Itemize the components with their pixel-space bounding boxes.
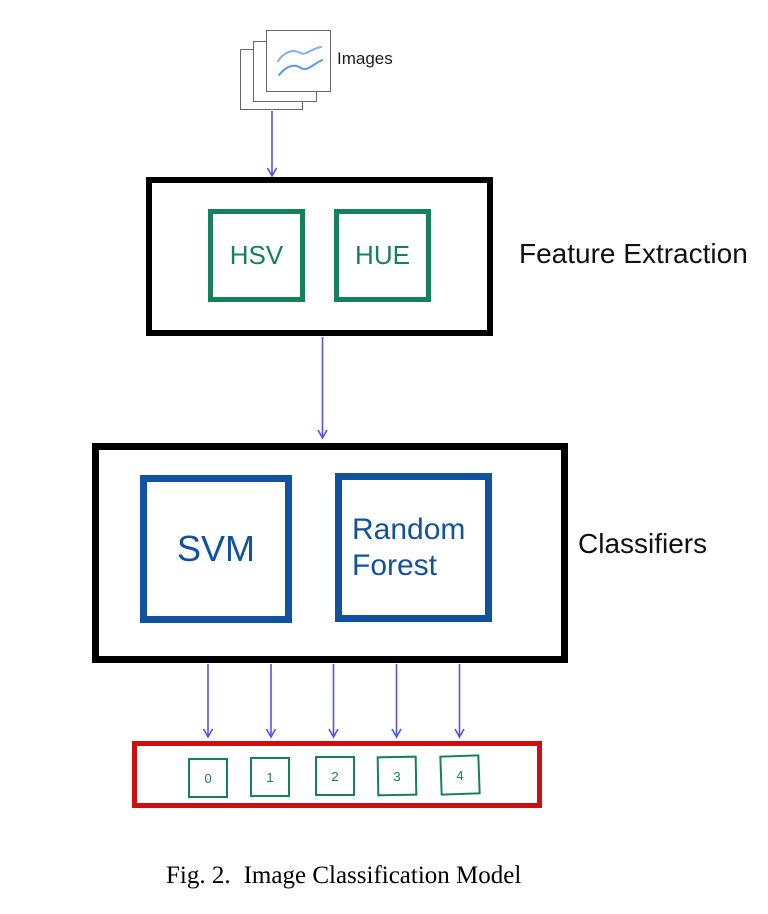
output-cell-2-label: 2: [331, 768, 339, 784]
arrow-classifiers-to-output-1: [265, 664, 277, 739]
output-cell-1-label: 1: [266, 769, 274, 785]
feature-module-hue: HUE: [334, 209, 431, 302]
figure-caption-text: Image Classification Model: [243, 862, 522, 889]
arrow-classifiers-to-output-4: [454, 664, 465, 739]
output-cell-4: 4: [439, 754, 481, 796]
squiggle-stroke-top: [277, 46, 322, 62]
output-cell-2: 2: [315, 756, 355, 796]
classifier-module-svm: SVM: [140, 475, 292, 623]
svm-label: SVM: [176, 528, 255, 569]
feature-extraction-box: [146, 177, 493, 336]
images-label: Images: [337, 49, 393, 68]
arrow-feature-extraction-to-classifiers: [317, 337, 328, 440]
output-cell-3: 3: [376, 755, 418, 797]
figure-caption-number: Fig. 2.: [166, 862, 231, 889]
output-cell-0: 0: [188, 758, 228, 798]
figure-caption: Fig. 2. Image Classification Model: [166, 862, 521, 890]
output-cell-1: 1: [250, 757, 290, 797]
output-cell-4-label: 4: [456, 767, 464, 783]
feature-module-hsv: HSV: [208, 209, 305, 302]
arrow-classifiers-to-output-2: [328, 664, 339, 739]
image-squiggle-icon: [277, 46, 323, 76]
stack-sheet-front: [266, 30, 331, 92]
arrow-classifiers-to-output-0: [202, 664, 214, 739]
classifier-module-random-forest: Random Forest: [335, 473, 492, 622]
feature-extraction-label: Feature Extraction: [519, 238, 748, 269]
arrow-images-to-feature-extraction: [266, 111, 278, 178]
squiggle-stroke-bottom: [278, 59, 323, 76]
output-cell-3-label: 3: [393, 768, 401, 784]
hue-label: HUE: [355, 240, 410, 270]
classifiers-label: Classifiers: [578, 528, 708, 559]
arrow-classifiers-to-output-3: [391, 664, 402, 739]
output-cell-0-label: 0: [204, 770, 212, 786]
random-forest-label: Random Forest: [352, 512, 466, 582]
hsv-label: HSV: [229, 240, 284, 270]
